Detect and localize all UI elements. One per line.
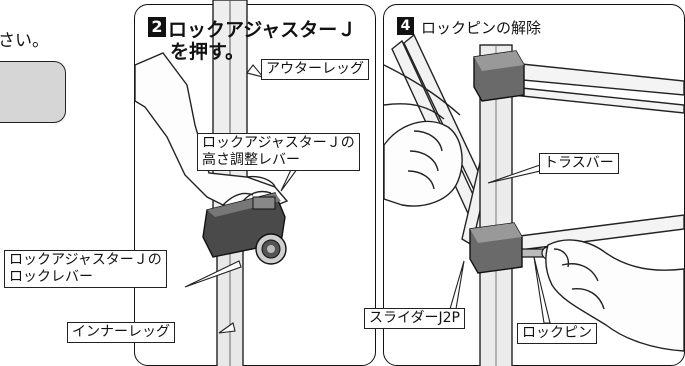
lock-pin-label: ロックピン xyxy=(517,323,597,344)
top-connector-drawing xyxy=(473,50,525,102)
height-adjust-lever-label: ロックアジャスターＪの 高さ調整レバー xyxy=(197,133,360,171)
left-hand-drawing xyxy=(383,64,463,207)
previous-step-text-fragment: さい。 xyxy=(0,31,49,51)
outer-leg-label: アウターレッグ xyxy=(261,59,369,80)
height-lever-label-line2: 高さ調整レバー xyxy=(202,152,300,168)
lock-lever-label-line1: ロックアジャスターＪの xyxy=(9,252,162,268)
bottom-bar-drawing xyxy=(511,214,685,252)
step-4-illustration xyxy=(383,33,685,366)
inner-leg-label: インナーレッグ xyxy=(67,322,175,343)
lock-adjuster-device xyxy=(202,192,287,265)
step-2-panel: 2 ロックアジャスターＪ を押す。 アウターレッグ ロックアジャスターＪの 高さ… xyxy=(134,0,376,366)
slider-j2p-label: スライダーJ2P xyxy=(364,308,465,329)
step-4-panel: 4 ロックピンの解除 トラスバー スライダーJ2P ロックピン xyxy=(364,4,685,366)
slider-j2p-drawing xyxy=(469,222,523,274)
step-2-title-line1: ロックアジャスターＪ xyxy=(168,19,357,41)
step-2-title-line2: を押す。 xyxy=(170,41,245,63)
top-bar-drawing xyxy=(511,62,685,114)
height-lever-label-line1: ロックアジャスターＪの xyxy=(202,135,355,151)
lock-lever-label-line2: ロックレバー xyxy=(9,269,93,285)
right-hand-drawing xyxy=(545,239,685,352)
step-2-illustration xyxy=(134,0,304,366)
lock-lever-label: ロックアジャスターＪの ロックレバー xyxy=(4,250,167,288)
step-4-title: ロックピンの解除 xyxy=(421,19,542,37)
previous-step-button-fragment xyxy=(0,61,66,123)
truss-bar-label: トラスバー xyxy=(539,153,619,174)
step-2-number-badge: 2 xyxy=(148,17,166,37)
step-4-number-badge: 4 xyxy=(397,17,414,35)
